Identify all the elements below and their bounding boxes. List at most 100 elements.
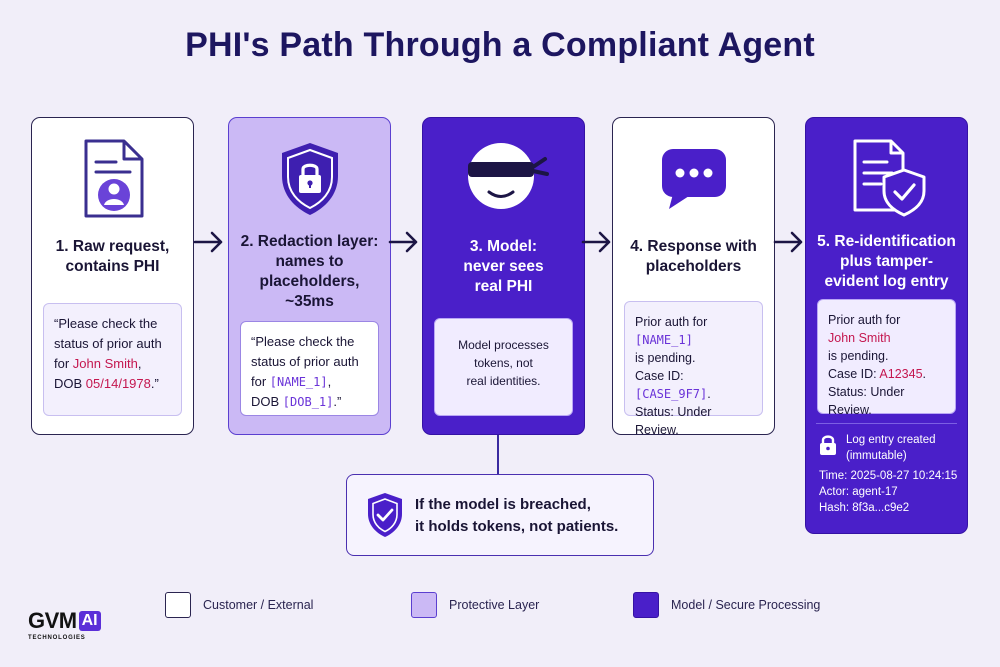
lock-icon (819, 434, 837, 461)
text-segment: , (327, 374, 332, 389)
text-line: Prior auth for (828, 311, 945, 329)
legend-swatch (165, 592, 191, 618)
diagram-title: PHI's Path Through a Compliant Agent (185, 26, 815, 64)
text-line: John Smith (828, 329, 945, 347)
text-segment: .” (150, 376, 159, 391)
text-line: Prior auth for (635, 313, 752, 331)
legend-customer-external: Customer / External (165, 592, 313, 618)
text-line: status of prior auth (251, 352, 368, 372)
text-line: Status: Under Review. (635, 403, 752, 439)
text-segment: Case ID: (828, 367, 880, 381)
text-segment: . (707, 387, 711, 401)
document-person-icon (32, 138, 193, 220)
blindfolded-face-icon (423, 140, 584, 212)
text-segment: for (54, 356, 73, 371)
logo-badge: AI (78, 611, 101, 631)
breach-note: If the model is breached, it holds token… (346, 474, 654, 556)
redacted-text-box: “Please check the status of prior auth for… (240, 321, 379, 416)
text-segment: Model processes (458, 338, 549, 352)
text-segment: Status: Under Review. (828, 385, 905, 417)
text-line: Status: Under Review. (828, 383, 945, 419)
text-segment: DOB (251, 394, 283, 409)
logo-tagline: TECHNOLOGIES (28, 635, 86, 641)
text-segment: .” (333, 394, 342, 409)
phi-value: John Smith (828, 331, 891, 345)
text-segment: is pending. (635, 351, 696, 365)
text-line: tokens, not (445, 354, 562, 372)
text-segment: DOB (54, 376, 86, 391)
text-line: is pending. (635, 349, 752, 367)
legend-protective-layer: Protective Layer (411, 592, 539, 618)
legend-label: Model / Secure Processing (671, 598, 821, 612)
text-segment: Prior auth for (635, 315, 708, 329)
arrow-right-icon (773, 231, 803, 253)
text-line: for John Smith, (54, 354, 171, 374)
placeholder-token: [NAME_1] (269, 375, 328, 389)
text-line: DOB [DOB_1].” (251, 392, 368, 412)
text-segment: for (251, 374, 270, 389)
placeholder-token: [CASE_9F7] (635, 387, 708, 401)
step-title: 3. Model:never sees real PHI (463, 238, 544, 295)
request-text-box: “Please check the status of prior auth for… (43, 303, 182, 416)
text-segment: status of prior auth (54, 336, 162, 351)
text-segment: “Please check the (251, 334, 355, 349)
text-segment: “Please check the (54, 316, 158, 331)
legend-label: Protective Layer (449, 598, 540, 612)
logo-brand: GVM (28, 608, 77, 633)
text-segment: . (922, 367, 927, 381)
step-card-raw-request: 1. Raw request,contains PHI “Please chec… (31, 117, 194, 435)
phi-value: A12345 (879, 367, 923, 381)
connector-line (497, 435, 499, 475)
legend-label: Customer / External (203, 598, 314, 612)
legend-swatch (633, 592, 659, 618)
model-processing-box: Model processes tokens, not real identitie… (434, 318, 573, 416)
text-segment: Case ID: (635, 369, 684, 383)
arrow-right-icon (388, 231, 418, 253)
text-segment: , (137, 356, 142, 371)
text-segment: Prior auth for (828, 313, 901, 327)
step-title: 1. Raw request,contains PHI (55, 238, 170, 275)
text-line: [NAME_1] (635, 331, 752, 349)
shield-check-icon (365, 491, 405, 544)
legend-model-secure: Model / Secure Processing (633, 592, 820, 618)
placeholder-token: [NAME_1] (635, 333, 693, 347)
text-segment: Status: Under Review. (635, 405, 712, 437)
text-line: Case ID: A12345. (828, 365, 945, 383)
arrow-right-icon (193, 231, 223, 253)
document-shield-icon (806, 138, 967, 218)
text-line: is pending. (828, 347, 945, 365)
legend-swatch (411, 592, 437, 618)
text-line: real identities. (445, 372, 562, 390)
step-card-redaction-layer: 2. Redaction layer:names to placeholders… (228, 117, 391, 435)
log-details: Time: 2025-08-27 10:24:15 Actor: agent-1… (819, 470, 958, 514)
company-logo: GVM AI TECHNOLOGIES (28, 608, 101, 641)
text-line: for [NAME_1], (251, 372, 368, 392)
text-line: Model processes (445, 336, 562, 354)
text-line: DOB 05/14/1978.” (54, 374, 171, 394)
arrow-right-icon (581, 231, 611, 253)
shield-lock-icon (229, 140, 390, 218)
chat-bubble-icon (613, 146, 774, 212)
text-line: “Please check the (54, 314, 171, 334)
text-segment: status of prior auth (251, 354, 359, 369)
text-line: “Please check the (251, 332, 368, 352)
text-line: Case ID: [CASE_9F7]. (635, 367, 752, 403)
placeholder-token: [DOB_1] (282, 395, 334, 409)
phi-value: 05/14/1978 (85, 376, 151, 391)
log-heading: Log entry created(immutable) (846, 434, 936, 462)
text-segment: is pending. (828, 349, 889, 363)
step-card-model: 3. Model:never sees real PHI Model proce… (422, 117, 585, 435)
step-title: 2. Redaction layer:names to placeholders… (240, 233, 379, 310)
log-divider (816, 423, 957, 424)
placeholder-response-box: Prior auth for [NAME_1]is pending. Case ID… (624, 301, 763, 437)
text-segment: real identities. (466, 374, 541, 388)
text-segment: tokens, not (474, 356, 533, 370)
breach-note-text: If the model is breached, it holds token… (415, 496, 619, 535)
text-line: status of prior auth (54, 334, 171, 354)
phi-value: John Smith (72, 356, 138, 371)
